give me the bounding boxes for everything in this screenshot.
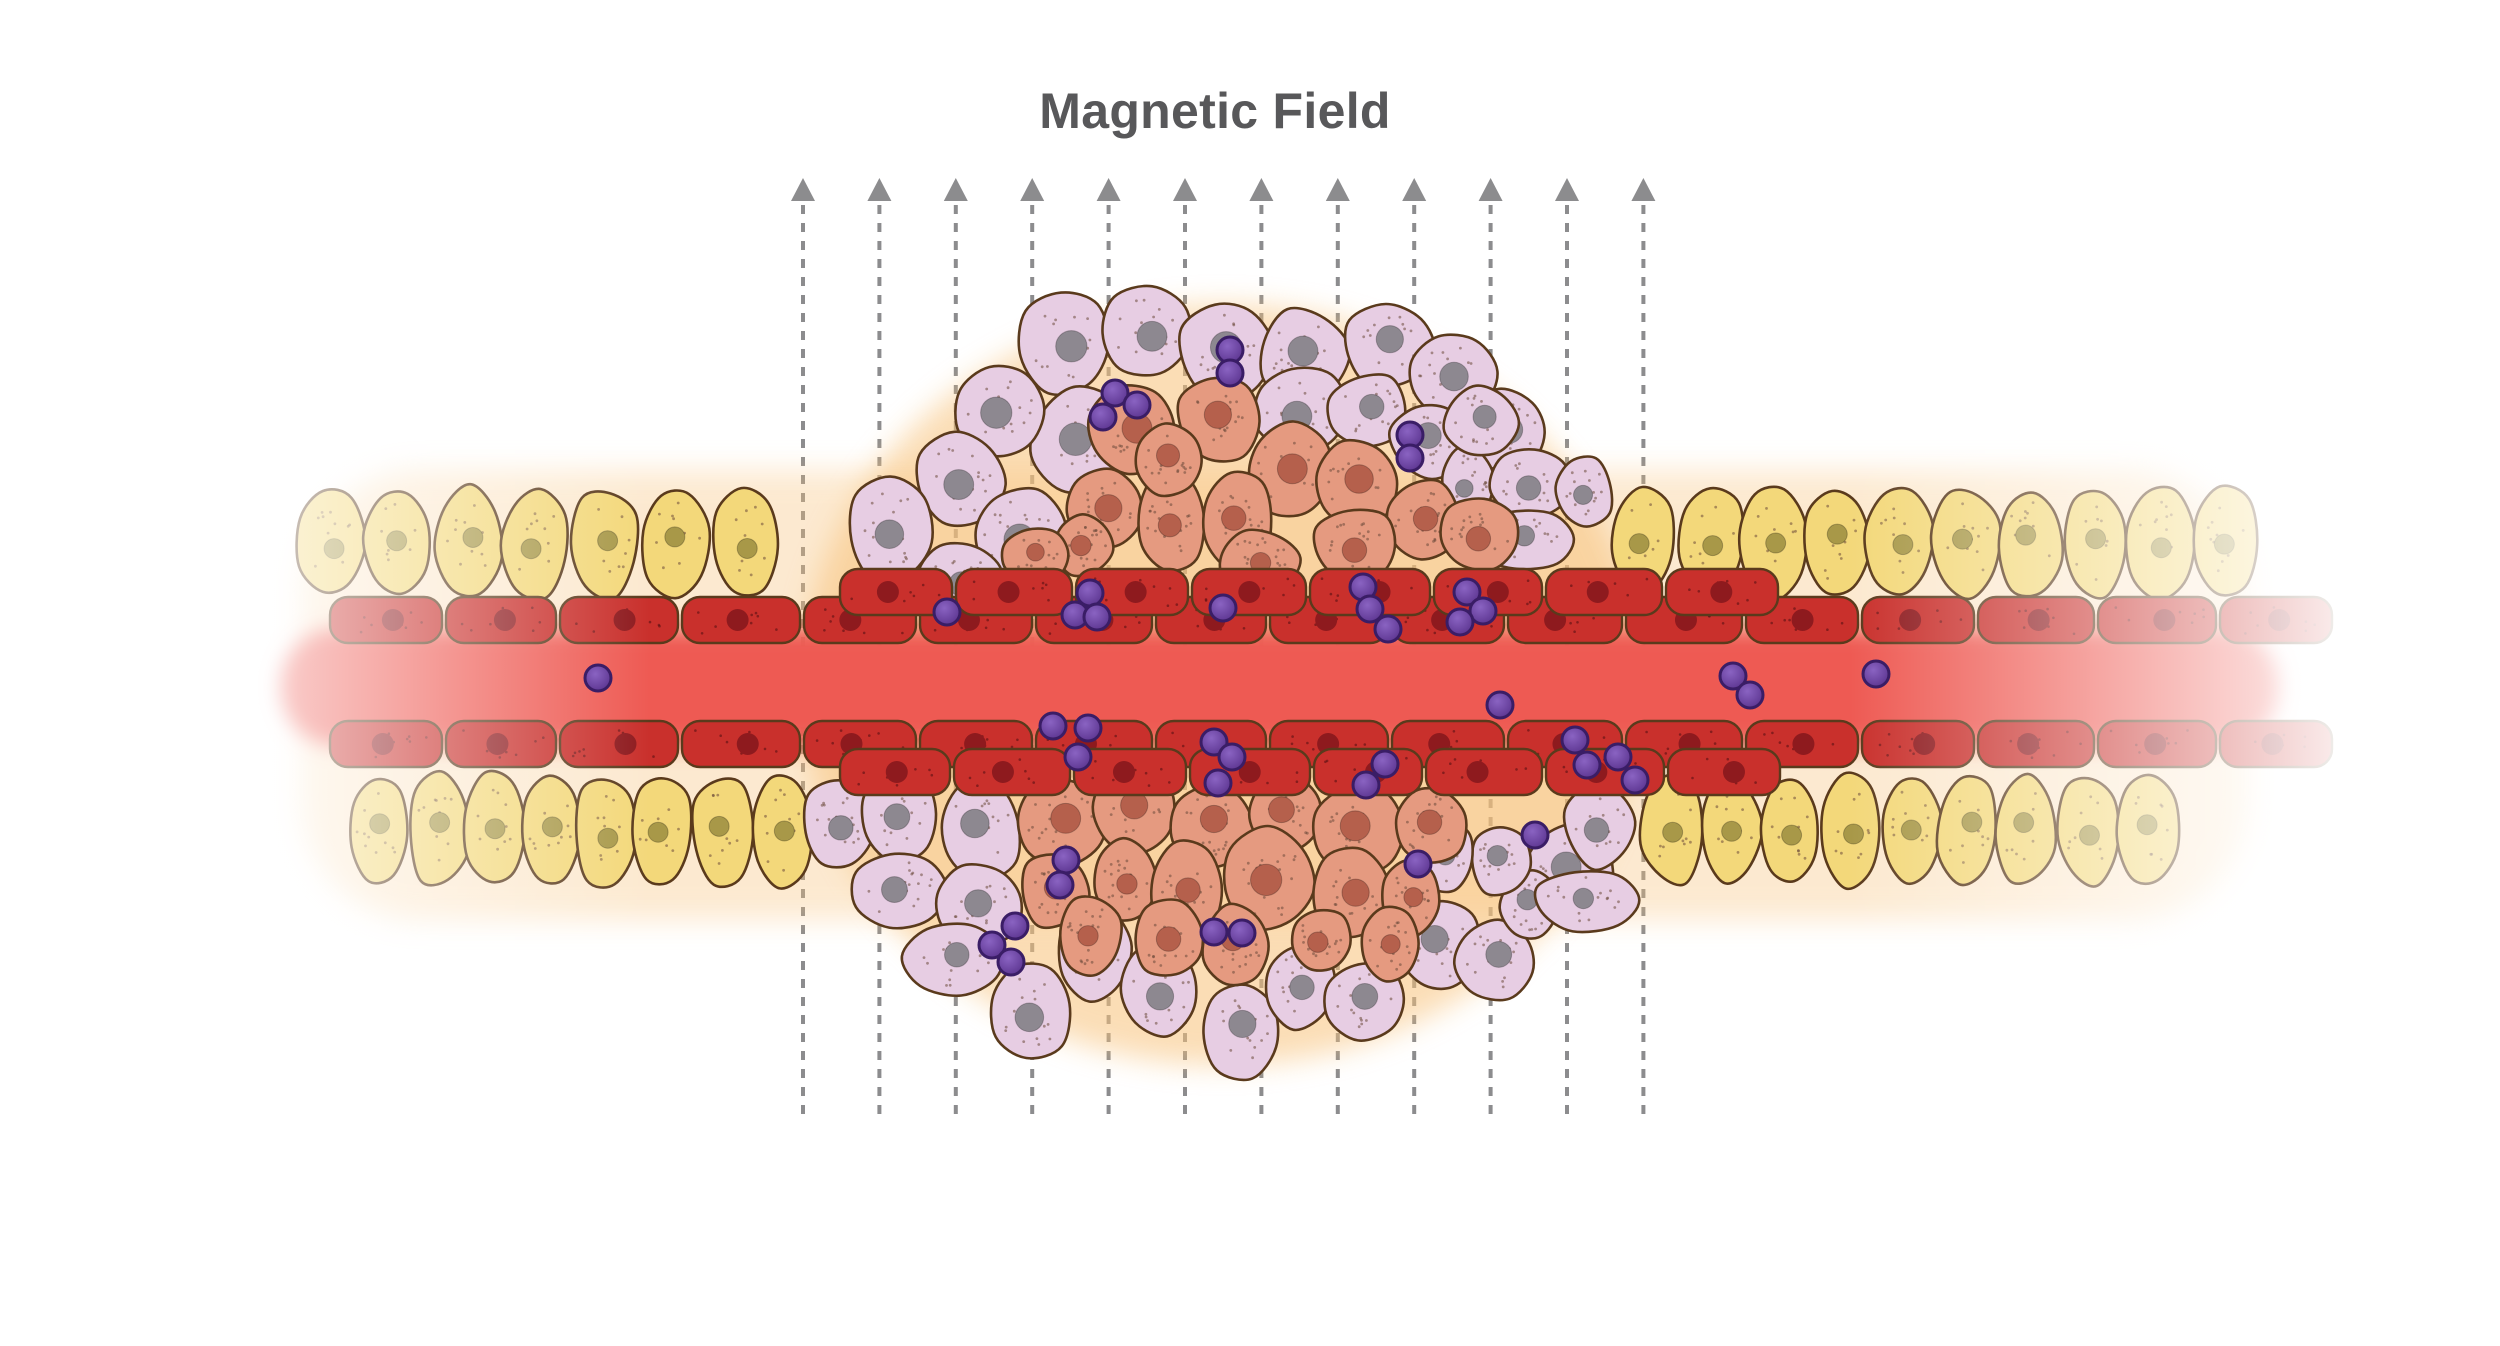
magnetic-nanoparticle — [1861, 659, 1891, 689]
magnetic-nanoparticle — [1000, 911, 1030, 941]
magnetic-nanoparticle — [1370, 749, 1400, 779]
tumor-cell-light — [1442, 384, 1521, 457]
magnetic-nanoparticle — [1045, 870, 1075, 900]
tumor-cell-light — [1101, 284, 1193, 377]
tumor-cell-light — [1017, 291, 1110, 396]
magnetic-nanoparticle — [1199, 917, 1229, 947]
magnetic-nanoparticle — [1215, 358, 1245, 388]
magnetic-nanoparticle — [1560, 725, 1590, 755]
edge-fade — [0, 440, 2500, 960]
magnetic-nanoparticle — [1217, 742, 1247, 772]
magnetic-nanoparticle — [583, 663, 613, 693]
magnetic-nanoparticle — [1395, 443, 1425, 473]
tumor-cell-light — [954, 364, 1046, 458]
magnetic-nanoparticle — [1445, 607, 1475, 637]
magnetic-nanoparticle — [996, 947, 1026, 977]
magnetic-nanoparticle — [1351, 770, 1381, 800]
magnetic-nanoparticle — [1038, 711, 1068, 741]
magnetic-nanoparticle — [1603, 742, 1633, 772]
magnetic-nanoparticle — [1718, 661, 1748, 691]
magnetic-nanoparticle — [1073, 713, 1103, 743]
magnetic-nanoparticle — [1485, 690, 1515, 720]
magnetic-nanoparticle — [1572, 750, 1602, 780]
magnetic-nanoparticle — [1373, 614, 1403, 644]
magnetic-nanoparticle — [1051, 845, 1081, 875]
magnetic-nanoparticle — [1452, 577, 1482, 607]
magnetic-nanoparticle — [1063, 742, 1093, 772]
magnetic-nanoparticle — [1082, 602, 1112, 632]
magnetic-nanoparticle — [977, 930, 1007, 960]
magnetic-nanoparticle — [1735, 680, 1765, 710]
magnetic-nanoparticle — [1122, 390, 1152, 420]
tumor-cell-light — [989, 962, 1072, 1060]
tumor-cell-light — [1323, 961, 1406, 1042]
magnetic-nanoparticle — [1100, 378, 1130, 408]
tumor-cell-light — [1202, 983, 1280, 1082]
magnetic-nanoparticle — [1227, 918, 1257, 948]
nanoparticles — [583, 335, 1891, 977]
magnetic-nanoparticle — [1520, 820, 1550, 850]
diagram-title: Magnetic Field — [1039, 83, 1391, 139]
magnetic-nanoparticle — [1208, 593, 1238, 623]
magnetic-nanoparticle — [1088, 402, 1118, 432]
magnetic-nanoparticle — [932, 597, 962, 627]
magnetic-nanoparticle — [1468, 596, 1498, 626]
tumor-cell-light — [1326, 373, 1407, 448]
magnetic-nanoparticle — [1203, 768, 1233, 798]
magnetic-nanoparticle — [1620, 765, 1650, 795]
magnetic-nanoparticle — [1403, 849, 1433, 879]
magnetic-nanoparticle — [1355, 594, 1385, 624]
